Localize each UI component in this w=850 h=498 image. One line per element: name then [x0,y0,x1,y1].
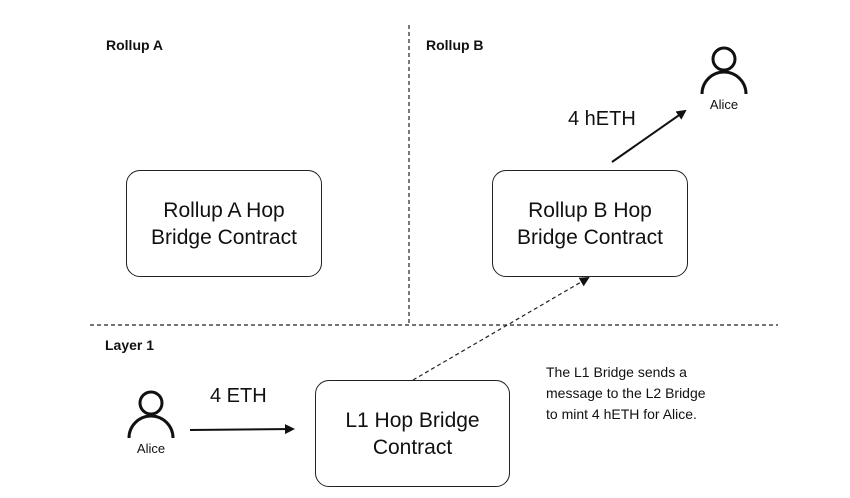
deposit-amount-label: 4 ETH [210,385,267,407]
rollup-a-contract-line-1: Rollup A Hop [163,198,285,222]
bridge-message-note: The L1 Bridge sends a message to the L2 … [546,364,706,422]
rollup-b-contract-line-2: Bridge Contract [517,225,663,249]
deposit-arrow [189,424,295,435]
l1-contract-line-1: L1 Hop Bridge [345,408,480,432]
message-arrow [412,276,590,381]
mint-amount-label: 4 hETH [568,108,636,130]
l1-bridge-contract: L1 Hop Bridge Contract [315,380,510,487]
alice-l1-name: Alice [136,441,166,456]
alice-l1-actor: Alice [126,390,176,456]
alice-rollup-b-name: Alice [709,97,739,112]
rollup-a-bridge-contract: Rollup A Hop Bridge Contract [126,170,322,277]
person-icon [700,46,748,95]
section-label-rollup-b: Rollup B [426,37,484,53]
rollup-b-contract-line-1: Rollup B Hop [528,198,652,222]
rollup-a-contract-line-2: Bridge Contract [151,225,297,249]
section-label-layer-1: Layer 1 [105,337,155,353]
alice-rollup-b-actor: Alice [699,46,749,112]
person-icon [127,390,175,439]
section-label-rollup-a: Rollup A [106,37,164,53]
l1-contract-line-2: Contract [372,435,453,459]
mint-arrow [611,109,687,163]
rollup-b-bridge-contract: Rollup B Hop Bridge Contract [492,170,688,277]
